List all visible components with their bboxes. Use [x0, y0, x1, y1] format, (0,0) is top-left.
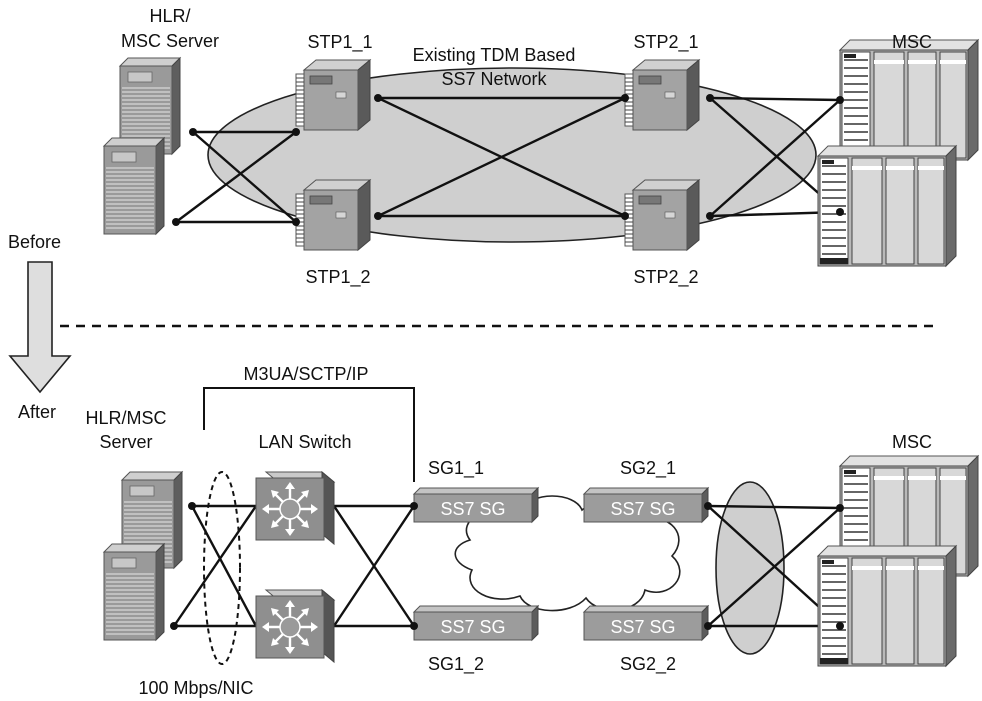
stp1-1-unit [295, 59, 371, 131]
msc-label-before: MSC [892, 32, 932, 52]
links-after [173, 504, 841, 628]
ip-network-cloud [454, 495, 681, 612]
msc-before-2 [817, 145, 957, 267]
lan-switch-label: LAN Switch [258, 432, 351, 452]
network-label-line1: Existing TDM Based [413, 45, 576, 65]
lan-switch-top [254, 470, 336, 546]
link-dots-after [170, 502, 844, 630]
msc-label-after: MSC [892, 432, 932, 452]
nic-label: 100 Mbps/NIC [138, 678, 253, 698]
hlr-label-after-line1: HLR/MSC [85, 408, 166, 428]
lan-switch-bottom [254, 588, 336, 664]
stp2-2-unit [624, 179, 700, 251]
hlr-label-after-line2: Server [99, 432, 152, 452]
sg1-2-label: SG1_2 [428, 654, 484, 675]
hlr-server-after-2 [103, 543, 165, 641]
sg1-1-box-text: SS7 SG [440, 499, 505, 519]
hlr-server-before-2 [103, 137, 165, 235]
m3ua-bracket [203, 387, 415, 482]
protocol-label: M3UA/SCTP/IP [243, 364, 368, 384]
hlr-label-before-line2: MSC Server [121, 31, 219, 51]
sg2-2-label: SG2_2 [620, 654, 676, 675]
msc-link-ellipse [715, 481, 785, 655]
msc-before-1 [839, 39, 979, 161]
sg1-2-box-text: SS7 SG [440, 617, 505, 637]
before-label: Before [8, 232, 61, 252]
stp1-1-label: STP1_1 [307, 32, 372, 53]
stp1-2-unit [295, 179, 371, 251]
msc-after-2 [817, 545, 957, 667]
after-label: After [18, 402, 56, 422]
down-arrow [8, 261, 72, 394]
sg2-1-box-text: SS7 SG [610, 499, 675, 519]
stp2-1-unit [624, 59, 700, 131]
sg2-2-box-text: SS7 SG [610, 617, 675, 637]
stp2-1-label: STP2_1 [633, 32, 698, 53]
sg2-1-label: SG2_1 [620, 458, 676, 479]
stp1-2-label: STP1_2 [305, 267, 370, 288]
link-dots-before [172, 94, 844, 226]
sg1-1-label: SG1_1 [428, 458, 484, 479]
stp2-2-label: STP2_2 [633, 267, 698, 288]
nic-ellipse [203, 471, 241, 665]
network-label-line2: SS7 Network [441, 69, 547, 89]
hlr-label-before-line1: HLR/ [149, 6, 190, 26]
